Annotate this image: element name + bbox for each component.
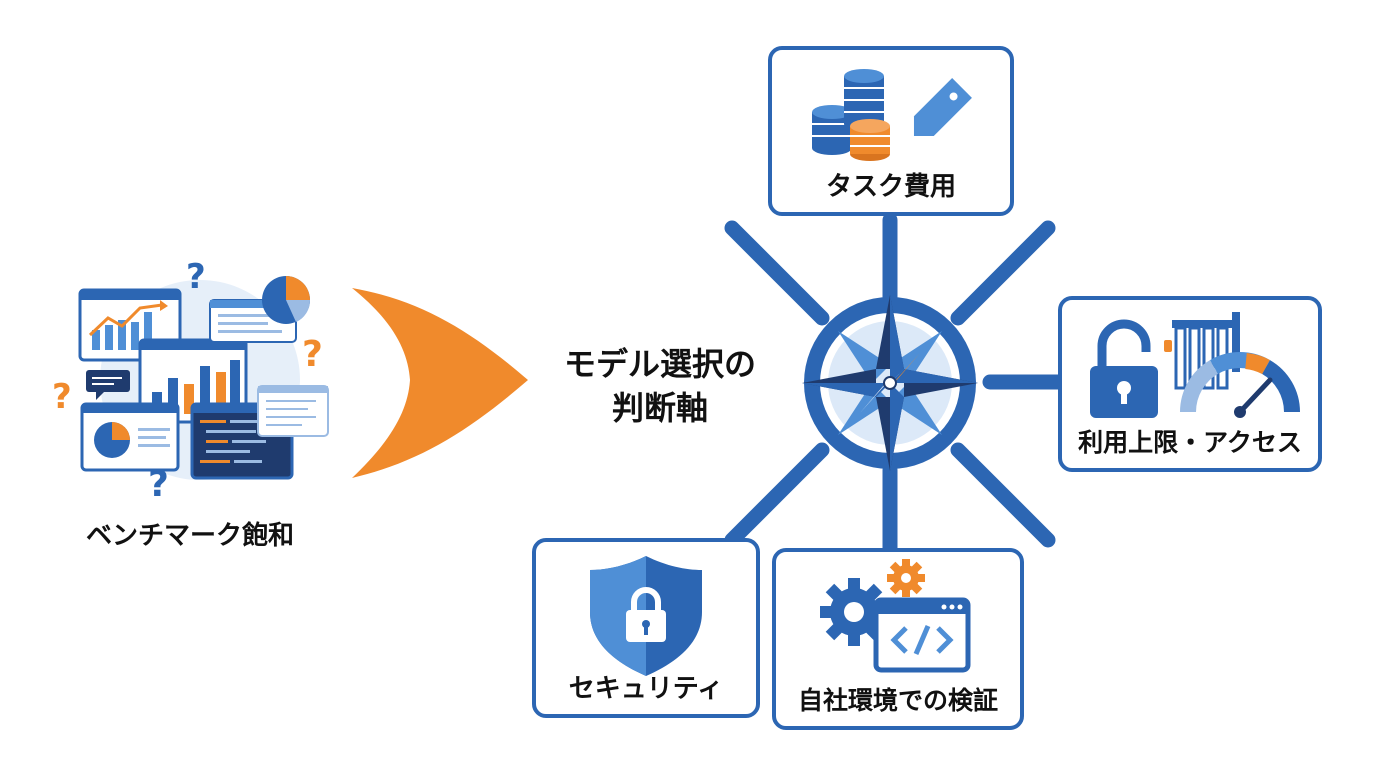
coin-stack-icon (812, 105, 852, 155)
gears-code-window-icon (820, 559, 971, 673)
question-mark-icon: ? (186, 257, 206, 297)
task-cost-label: タスク費用 (825, 172, 956, 202)
compass-icon (802, 295, 978, 471)
usage-limit-access-label: 利用上限・アクセス (1078, 428, 1302, 457)
in-house-verification-card: 自社環境での検証 (772, 548, 1024, 730)
orange-gear-icon (887, 559, 925, 597)
spoke-top-right (950, 220, 1056, 326)
speech-bubble-icon (86, 370, 130, 400)
benchmark-saturation-label: ベンチマーク飽和 (85, 521, 294, 551)
orange-arrow-icon (352, 288, 528, 478)
usage-limit-access-card: 利用上限・アクセス (1058, 296, 1322, 472)
spoke-top-left (724, 220, 830, 326)
small-text-window (257, 385, 329, 437)
center-title: モデル選択の 判断軸 (540, 342, 780, 430)
open-padlock-icon (1090, 319, 1158, 418)
center-title-line2: 判断軸 (611, 389, 708, 427)
security-label: セキュリティ (568, 674, 724, 704)
scattered-dashboards-icon: ? ? ? ? (52, 257, 329, 505)
question-mark-icon: ? (302, 334, 323, 375)
spoke-bottom-left (724, 442, 830, 548)
pie-report-window (80, 402, 180, 472)
question-mark-icon: ? (52, 377, 72, 417)
coins-price-tag-icon (812, 69, 972, 161)
orange-coin-stack-icon (850, 119, 890, 161)
pie-chart-icon (262, 276, 311, 324)
task-cost-card: タスク費用 (768, 46, 1014, 216)
question-mark-icons: ? ? ? ? (52, 257, 323, 505)
price-tag-icon (913, 78, 972, 137)
padlock-gauge-icon (1090, 312, 1300, 418)
shield-lock-icon (590, 556, 702, 676)
center-title-line1: モデル選択の (563, 345, 756, 383)
spoke-bottom-right (950, 442, 1056, 548)
speedometer-gauge-icon (1180, 352, 1300, 418)
security-card: セキュリティ (532, 538, 760, 718)
question-mark-icon: ? (148, 464, 169, 505)
in-house-verification-label: 自社環境での検証 (797, 686, 998, 715)
code-window-icon (873, 597, 971, 673)
bar-chart-window (138, 338, 248, 424)
lock-icon (626, 587, 666, 642)
spokes (724, 212, 1068, 556)
